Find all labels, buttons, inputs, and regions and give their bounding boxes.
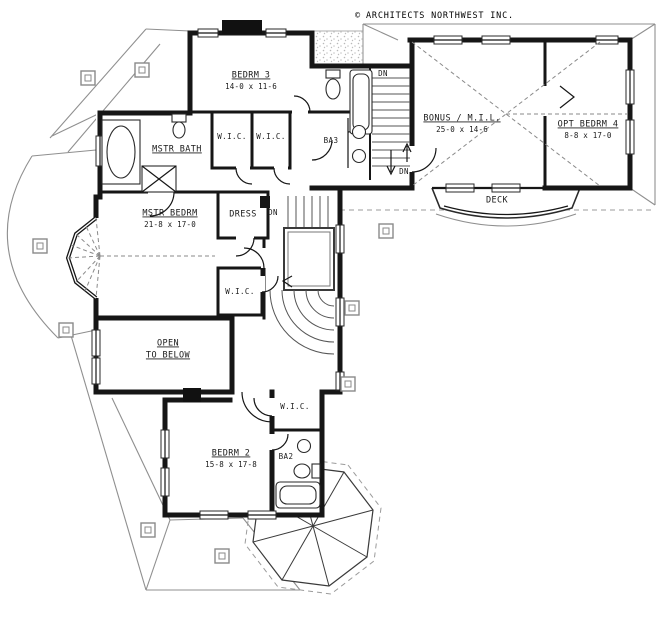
- curved-stair: [269, 196, 335, 355]
- open-below-line1: OPEN: [157, 339, 179, 349]
- wic1-label: W.I.C.: [217, 132, 247, 141]
- ba2-label: BA2: [279, 452, 294, 461]
- opt-bedrm-door-chevron: [559, 85, 575, 109]
- main-stair: [372, 77, 412, 176]
- bonus-dims: 25-0 x 14-6: [436, 125, 488, 134]
- fixtures: [101, 69, 373, 509]
- roof-post-markers: [32, 62, 394, 564]
- windows: [91, 28, 635, 520]
- mstr-tub: [101, 119, 141, 185]
- mstr-bedrm-label: MSTR BEDRM: [142, 209, 197, 219]
- wic2-label: W.I.C.: [256, 132, 286, 141]
- copyright-text: ARCHITECTS NORTHWEST INC.: [366, 11, 514, 21]
- bedrm2-dims: 15-8 x 17-8: [205, 460, 257, 469]
- mstr-toilet: [171, 113, 187, 139]
- dn-label-curved-stair: DN: [268, 208, 278, 217]
- open-below-line2: TO BELOW: [146, 351, 191, 361]
- label-layer: © ARCHITECTS NORTHWEST INC. BEDRM 3 14-0…: [142, 11, 618, 469]
- opt-bedrm4-label: OPT BEDRM 4: [558, 120, 619, 130]
- bonus-ceiling-lines: [411, 41, 628, 187]
- copyright-symbol: ©: [355, 11, 361, 21]
- mstr-bath-label: MSTR BATH: [152, 145, 202, 155]
- ba3-fixtures: [325, 69, 373, 168]
- ba2-fixtures: [275, 438, 321, 509]
- bedrm3-dims: 14-0 x 11-6: [225, 82, 277, 91]
- wic3-label: W.I.C.: [225, 287, 255, 296]
- mstr-bedrm-dims: 21-8 x 17-0: [144, 220, 196, 229]
- mstr-shower: [141, 165, 177, 193]
- dn-label-main-stair: DN: [378, 69, 388, 78]
- bonus-label: BONUS / M.I.L.: [423, 114, 500, 124]
- bedrm2-label: BEDRM 2: [212, 449, 251, 459]
- dress-label: DRESS: [229, 210, 257, 220]
- chimney-blocks: [183, 20, 262, 402]
- deck-structure: [431, 187, 581, 227]
- opt-bedrm4-dims: 8-8 x 17-0: [564, 131, 611, 140]
- bay-vault-lines: [67, 217, 215, 299]
- bedrm3-label: BEDRM 3: [232, 71, 271, 81]
- ba3-label: BA3: [324, 136, 339, 145]
- dn-label-landing: DN: [399, 167, 409, 176]
- deck-label: DECK: [486, 196, 509, 206]
- wic4-label: W.I.C.: [280, 402, 310, 411]
- master-bay-window: [65, 216, 215, 300]
